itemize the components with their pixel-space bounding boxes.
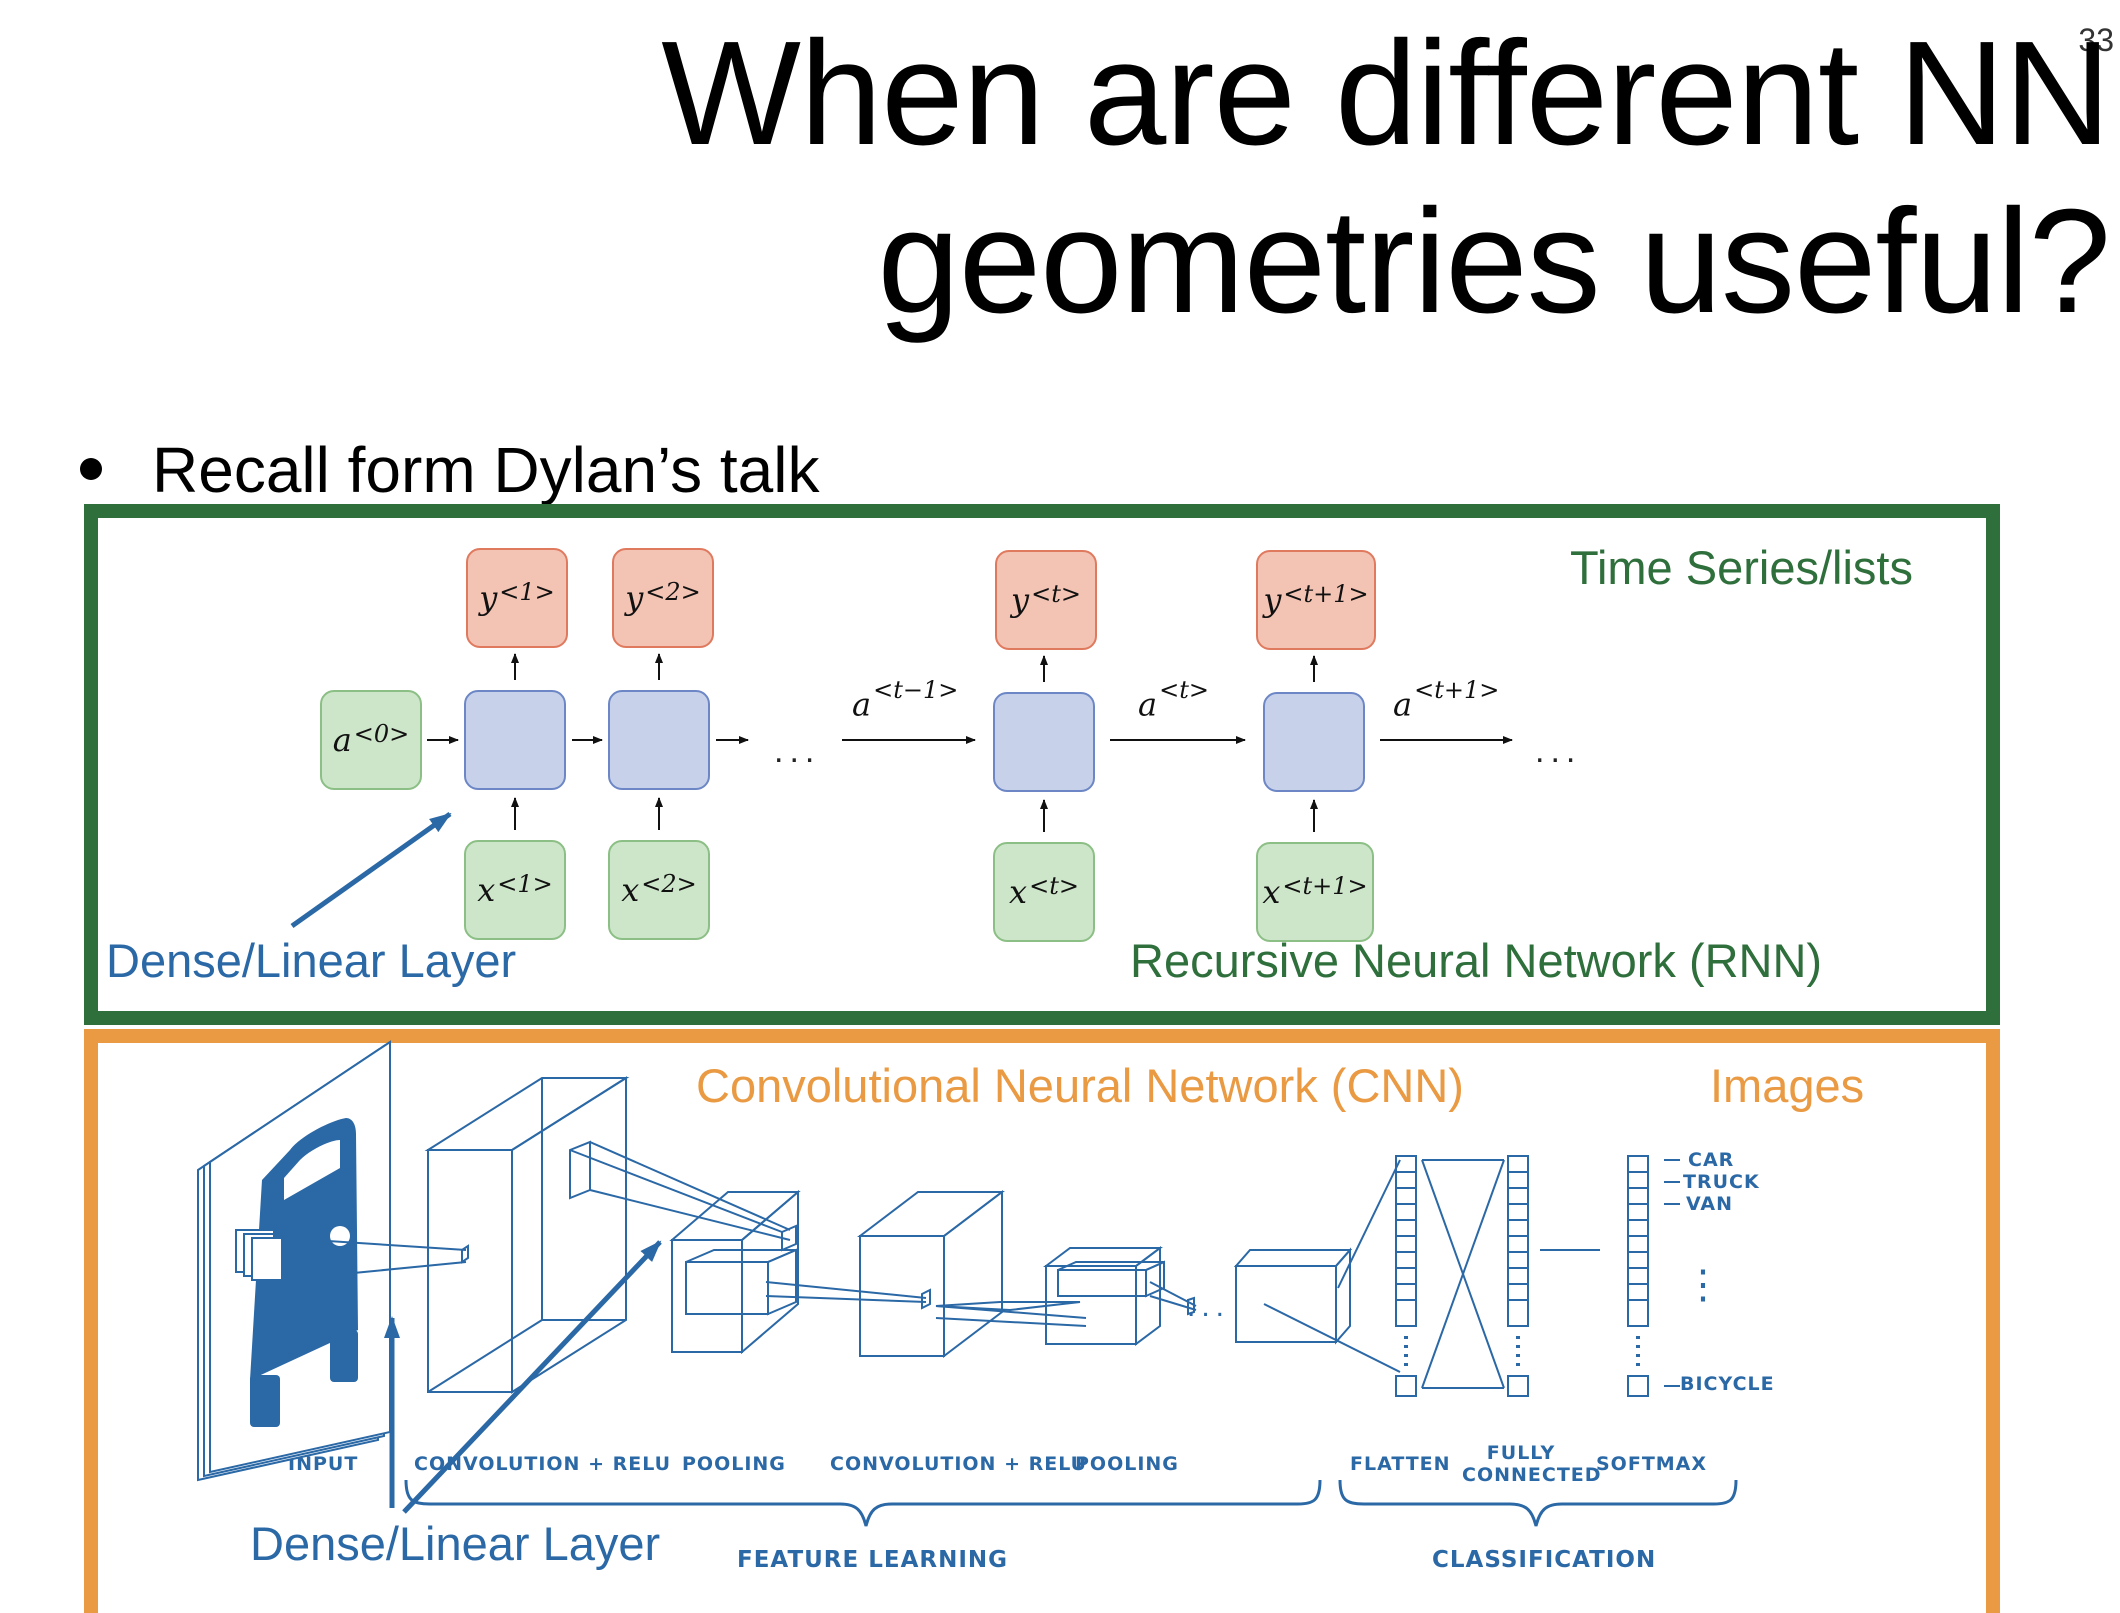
rnn-hidden-cell xyxy=(464,690,566,790)
cnn-diagram xyxy=(197,1040,1738,1527)
class-label: BICYCLE xyxy=(1680,1373,1775,1395)
stage-label-softmax: SOFTMAX xyxy=(1596,1453,1708,1475)
stage-label-flatten: FLATTEN xyxy=(1350,1453,1451,1475)
rnn-output-node: y<t+1> xyxy=(1256,550,1376,650)
rnn-ellipsis: ... xyxy=(1535,732,1582,770)
rnn-panel xyxy=(84,504,2000,1025)
rnn-dense-pointer-arrow xyxy=(290,811,452,929)
rnn-output-node: y<1> xyxy=(466,548,568,648)
rnn-input-node: x<t+1> xyxy=(1256,842,1374,942)
flatten-column xyxy=(1395,1155,1417,1397)
conv1-volume xyxy=(424,1076,630,1394)
title-line-1: When are different NN xyxy=(661,11,2111,176)
pool2-volume xyxy=(1043,1246,1165,1346)
rnn-hidden-cell xyxy=(608,690,710,790)
softmax-vdots: ⋮ xyxy=(1683,1263,1729,1307)
group-label-feature-learning: FEATURE LEARNING xyxy=(737,1547,1009,1573)
class-label: VAN xyxy=(1686,1193,1734,1215)
rnn-initial-state-node: a<0> xyxy=(320,690,422,790)
stage-label-conv1: CONVOLUTION + RELU xyxy=(414,1453,672,1475)
final-volume xyxy=(1233,1247,1353,1345)
bullet-dot-icon xyxy=(80,458,102,481)
group-label-classification: CLASSIFICATION xyxy=(1432,1547,1657,1573)
stage-label-pool2: POOLING xyxy=(1075,1453,1179,1475)
rnn-network-label: Recursive Neural Network (RNN) xyxy=(1130,934,1823,987)
rnn-domain-label: Time Series/lists xyxy=(1570,541,1913,594)
class-label: TRUCK xyxy=(1683,1171,1760,1193)
bullet-text: Recall form Dylan’s talk xyxy=(152,434,820,506)
slide-title: When are different NN geometries useful? xyxy=(510,10,2111,346)
cnn-panel xyxy=(84,1029,2000,1613)
class-label: CAR xyxy=(1688,1149,1735,1171)
rnn-output-node: y<t> xyxy=(995,550,1097,650)
rnn-state-label: a<t−1> xyxy=(852,676,959,724)
rnn-input-node: x<1> xyxy=(464,840,566,940)
conv2-volume xyxy=(857,1189,1005,1359)
stage-label-input: INPUT xyxy=(288,1453,359,1475)
page-number: 33 xyxy=(2078,22,2114,58)
rnn-input-node: x<t> xyxy=(993,842,1095,942)
cnn-domain-label: Images xyxy=(1710,1059,1865,1112)
rnn-hidden-cell xyxy=(1263,692,1365,792)
rnn-hidden-cell xyxy=(993,692,1095,792)
stage-label-pool1: POOLING xyxy=(682,1453,786,1475)
cnn-network-label: Convolutional Neural Network (CNN) xyxy=(696,1059,1464,1112)
rnn-input-node: x<2> xyxy=(608,840,710,940)
softmax-column xyxy=(1627,1155,1649,1397)
rnn-state-label: a<t> xyxy=(1138,676,1209,724)
cnn-dense-pointer-arrow xyxy=(402,1240,662,1514)
bullet-item: Recall form Dylan’s talk xyxy=(80,430,819,510)
rnn-output-node: y<2> xyxy=(612,548,714,648)
car-icon xyxy=(250,1118,358,1427)
rnn-dense-label: Dense/Linear Layer xyxy=(106,934,517,987)
rnn-arrows xyxy=(427,653,1513,832)
stage-label-conv2: CONVOLUTION + RELU xyxy=(830,1453,1088,1475)
cnn-dense-label: Dense/Linear Layer xyxy=(250,1517,661,1570)
title-line-2: geometries useful? xyxy=(877,179,2111,344)
rnn-ellipsis: ... xyxy=(774,732,821,770)
fc-column xyxy=(1507,1155,1529,1397)
rnn-state-label: a<t+1> xyxy=(1393,676,1500,724)
